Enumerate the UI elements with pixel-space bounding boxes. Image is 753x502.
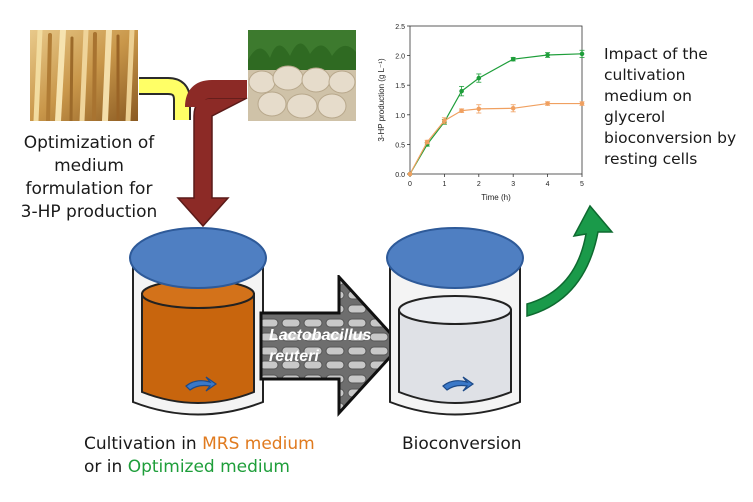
optimization-line: medium — [54, 156, 124, 176]
vessel-lid — [129, 227, 267, 289]
stir-icon — [185, 376, 218, 392]
data-point — [510, 105, 516, 111]
data-point — [510, 56, 516, 62]
x-tick-label: 2 — [477, 181, 481, 188]
bioconversion-label: Bioconversion — [402, 434, 522, 454]
bacteria-name-line2: reuteri — [269, 348, 319, 365]
vessel-lid — [386, 227, 524, 289]
optimization-line: formulation for — [25, 179, 153, 199]
x-tick-label: 4 — [546, 181, 550, 188]
cultivation-text: Cultivation in MRS medium or in Optimize… — [84, 433, 315, 479]
impact-text: Impact of the cultivation medium on glyc… — [604, 44, 749, 170]
plot-frame — [409, 25, 583, 175]
y-tick-label: 0.5 — [395, 142, 405, 149]
data-point — [459, 88, 464, 94]
data-point — [476, 106, 482, 112]
impact-line: medium on — [604, 87, 692, 105]
series-line — [409, 102, 582, 175]
y-tick-label: 1.5 — [395, 83, 405, 90]
impact-line: resting cells — [604, 150, 698, 168]
wheat-image — [30, 30, 138, 121]
x-tick-label: 1 — [442, 181, 446, 188]
optimized-medium-label: Optimized medium — [127, 457, 290, 477]
optimization-line: 3-HP production — [20, 202, 158, 222]
impact-line: bioconversion by — [604, 129, 737, 147]
bacteria-name-line1: Lactobacillus — [269, 327, 371, 344]
data-point — [407, 171, 413, 177]
data-point — [545, 101, 550, 106]
data-point — [579, 101, 585, 106]
cultivation-prefix-2: or in — [84, 457, 128, 477]
optimization-text: Optimization of medium formulation for 3… — [10, 132, 168, 224]
data-point — [424, 139, 430, 145]
data-point — [545, 52, 550, 58]
sugar-beet-image — [248, 30, 356, 121]
impact-line: glycerol — [604, 108, 666, 126]
stir-icon — [442, 376, 475, 392]
cultivation-vessel — [129, 227, 267, 416]
mrs-medium-label: MRS medium — [202, 434, 315, 454]
series-line — [409, 53, 583, 175]
cultivation-prefix: Cultivation in — [84, 434, 203, 454]
data-point — [579, 51, 585, 57]
optimization-line: Optimization of — [23, 133, 155, 153]
y-tick-label: 2.0 — [395, 54, 405, 61]
bioconversion-vessel — [386, 227, 524, 416]
x-tick-label: 5 — [580, 181, 584, 188]
y-tick-label: 0.0 — [395, 172, 405, 179]
green-curved-arrow — [526, 204, 614, 317]
impact-line: Impact of the — [604, 45, 708, 63]
data-point — [442, 118, 447, 124]
y-axis-label: 3-HP production (g L⁻¹) — [377, 58, 386, 142]
x-tick-label: 0 — [408, 181, 412, 188]
impact-line: cultivation — [604, 66, 686, 84]
data-point — [459, 108, 464, 113]
y-tick-label: 1.0 — [395, 113, 405, 120]
x-axis-label: Time (h) — [481, 193, 511, 202]
bacteria-arrow: Lactobacillus reuteri — [259, 275, 403, 417]
data-point — [476, 75, 482, 81]
y-tick-label: 2.5 — [395, 24, 405, 31]
x-tick-label: 3 — [511, 181, 515, 188]
